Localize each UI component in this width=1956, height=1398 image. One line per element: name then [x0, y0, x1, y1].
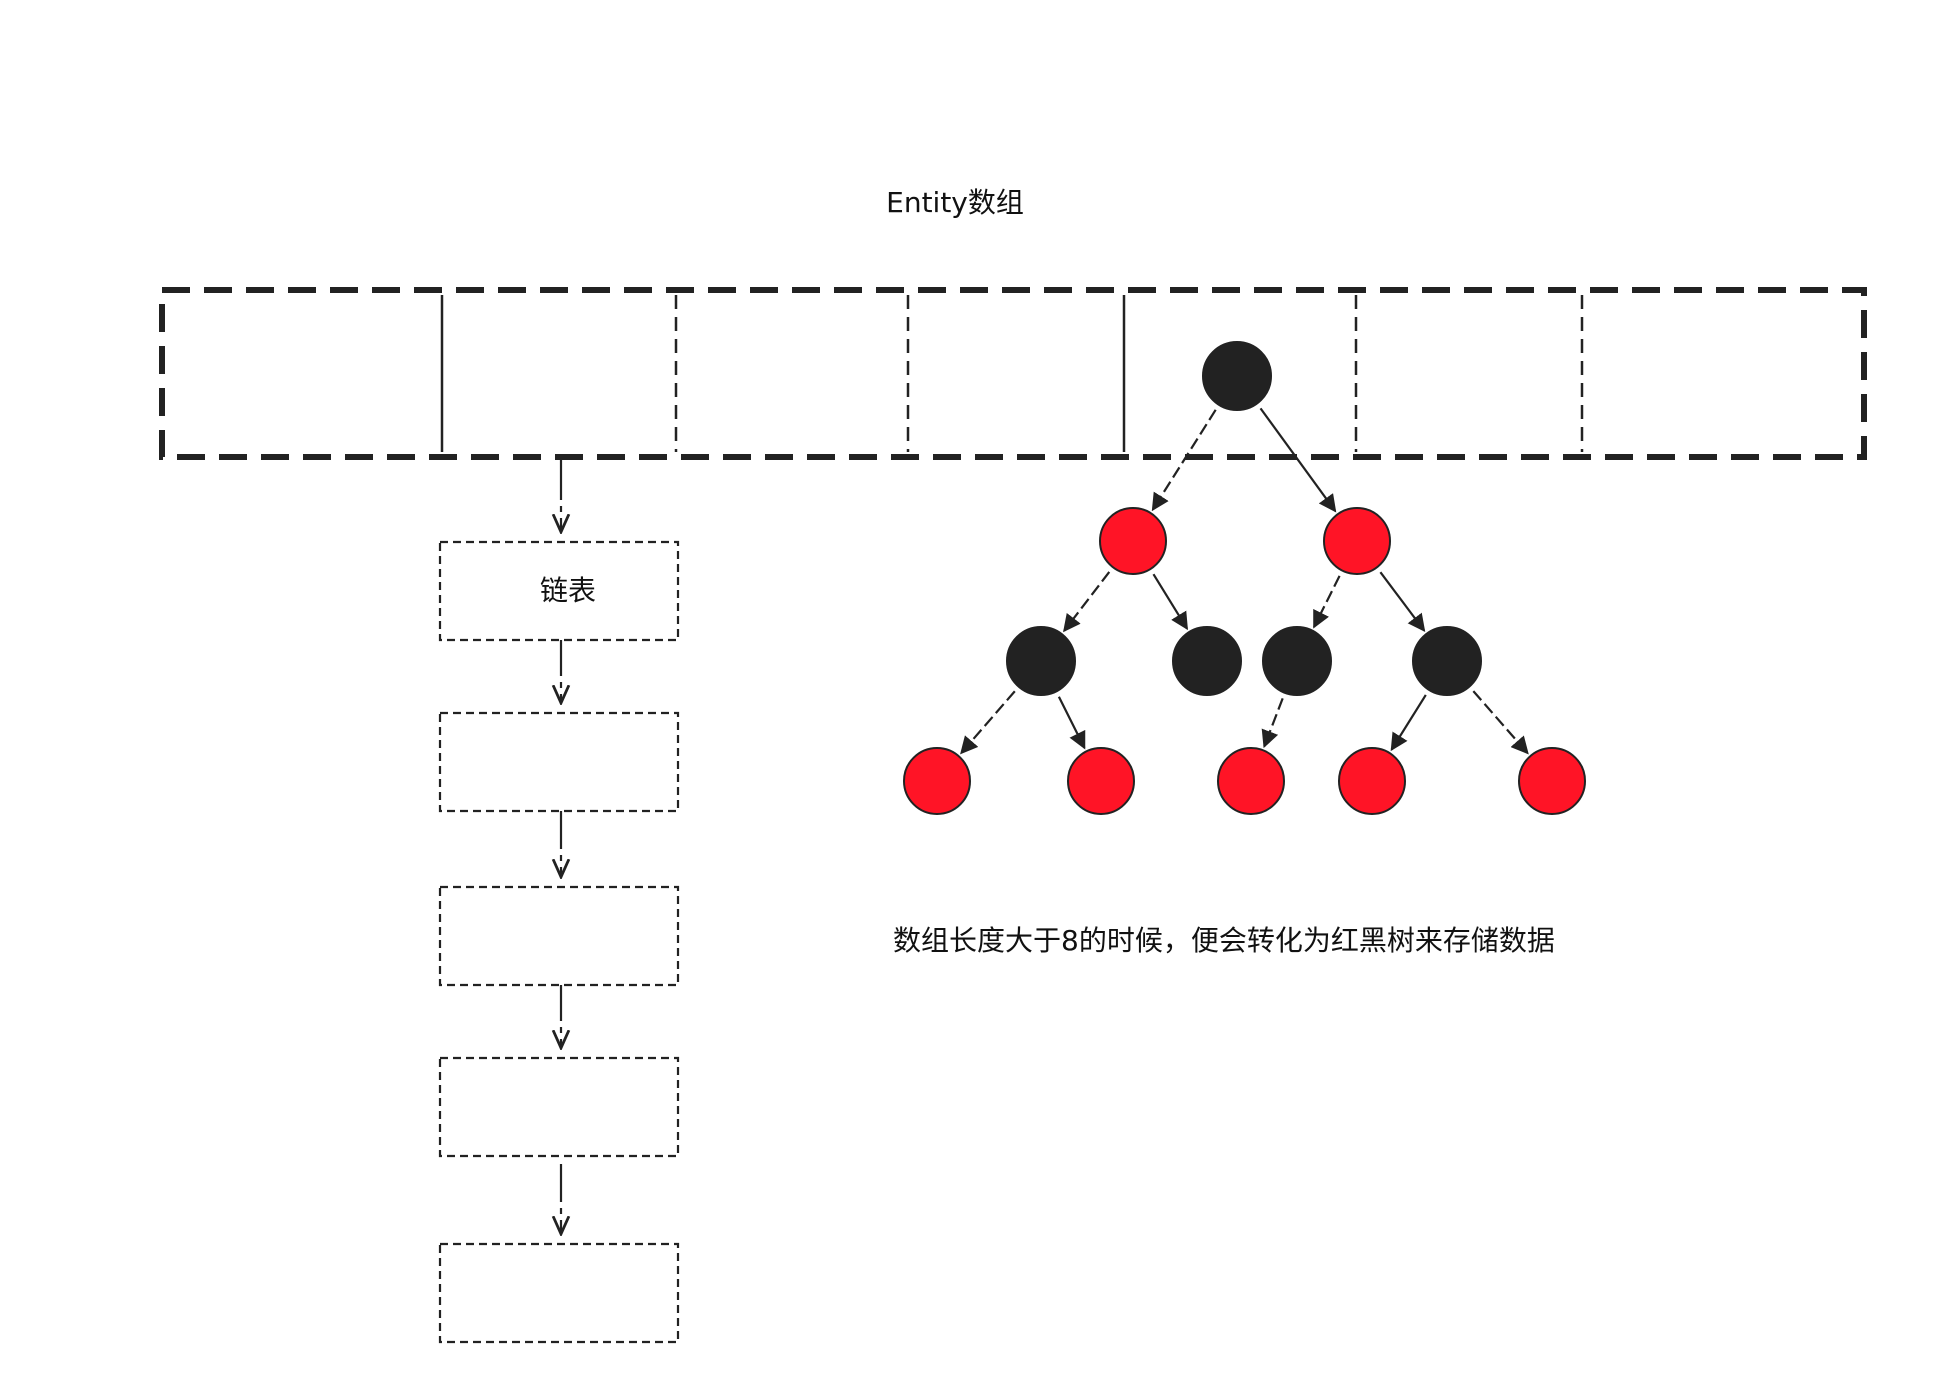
- red-tree-node: [1067, 747, 1135, 815]
- red-tree-node: [1518, 747, 1586, 815]
- red-tree-node: [903, 747, 971, 815]
- red-tree-node: [1099, 507, 1167, 575]
- tree-edge-arrow: [1379, 571, 1426, 633]
- tree-edge-arrow: [1063, 571, 1111, 633]
- black-tree-node: [1262, 626, 1332, 696]
- tree-edge-arrow: [1259, 407, 1337, 513]
- tree-nodes: [903, 341, 1586, 815]
- list-node: [438, 885, 680, 987]
- linked-list: 链表: [438, 460, 680, 1344]
- entity-array: [159, 287, 1867, 460]
- list-node: [438, 540, 680, 642]
- black-tree-node: [1412, 626, 1482, 696]
- tree-edge-arrow: [1261, 697, 1284, 749]
- red-tree-node: [1323, 507, 1391, 575]
- tree-edge-arrow: [1313, 575, 1341, 629]
- tree-edges: [960, 407, 1529, 755]
- tree-edge-arrow: [1472, 690, 1529, 755]
- tree-edge-arrow: [1390, 694, 1427, 752]
- array-title: Entity数组: [886, 186, 1024, 219]
- black-tree-node: [1006, 626, 1076, 696]
- list-node: [438, 1056, 680, 1158]
- list-node: [438, 711, 680, 813]
- red-tree-node: [1217, 747, 1285, 815]
- black-tree-node: [1172, 626, 1242, 696]
- tree-edge-arrow: [1152, 573, 1188, 631]
- tree-edge-arrow: [1151, 409, 1217, 512]
- black-tree-node: [1202, 341, 1272, 411]
- tree-edge-arrow: [1057, 696, 1086, 750]
- tree-caption: 数组长度大于8的时候，便会转化为红黑树来存储数据: [893, 924, 1555, 957]
- list-node: [438, 1242, 680, 1344]
- red-tree-node: [1338, 747, 1406, 815]
- linked-list-label: 链表: [540, 574, 596, 607]
- array-dividers: [440, 295, 1584, 452]
- tree-edge-arrow: [960, 690, 1016, 755]
